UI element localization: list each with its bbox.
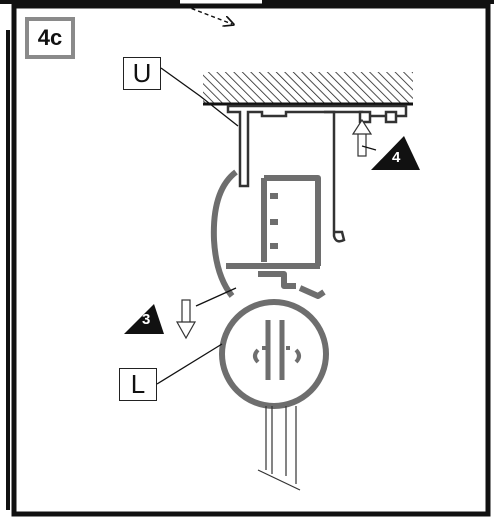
down-arrow	[175, 299, 197, 340]
bottom-tube	[219, 299, 329, 409]
callout-u: U	[123, 57, 161, 90]
page-frame	[11, 3, 491, 517]
callout-u-leader	[160, 67, 239, 127]
up-arrow	[351, 118, 377, 157]
step-4-label: 4	[392, 149, 401, 166]
ceiling-hatch	[203, 72, 413, 104]
fabric-lines	[257, 406, 301, 491]
headrail-profile	[210, 169, 326, 299]
callout-l-leader	[156, 343, 223, 385]
dotted-pointer-arrow	[184, 5, 232, 24]
callout-l: L	[119, 368, 157, 401]
step-4-triangle	[371, 136, 420, 170]
callout-3-leader	[195, 287, 237, 307]
step-3-triangle	[124, 304, 164, 334]
step-3-label: 3	[142, 311, 151, 328]
mounting-bracket	[226, 104, 408, 243]
step-badge: 4c	[25, 17, 75, 59]
